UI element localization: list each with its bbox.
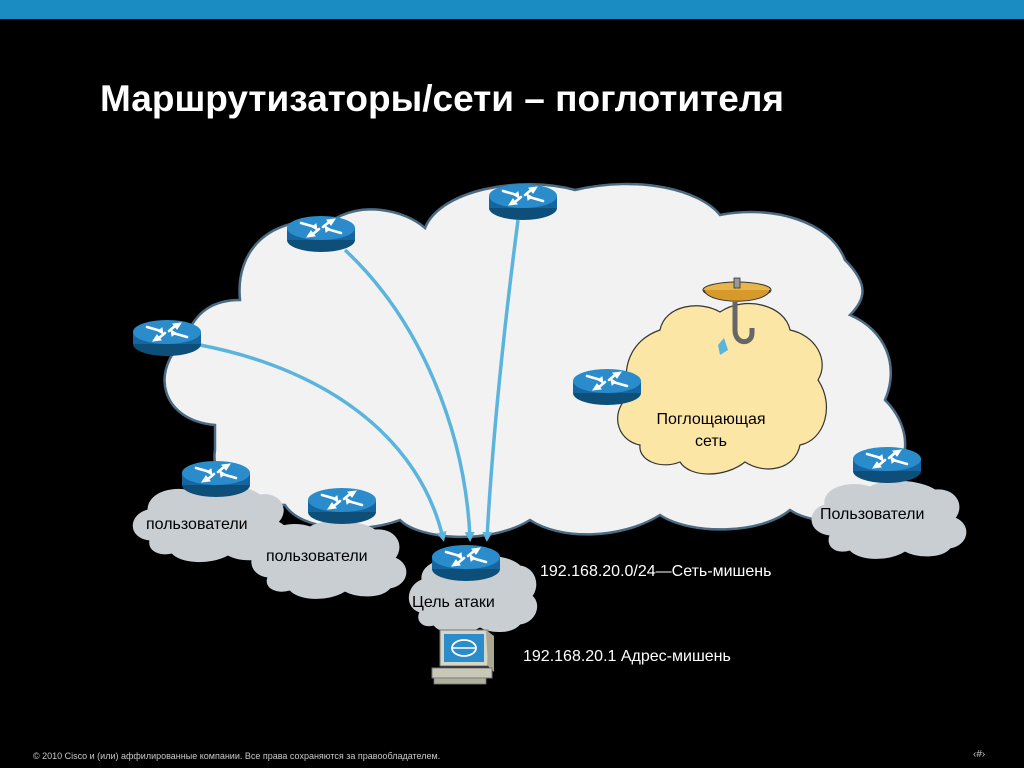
sink-icon: [702, 277, 772, 355]
target-network-label: 192.168.20.0/24—Сеть-мишень: [540, 563, 772, 580]
users-cloud-right: [811, 480, 967, 559]
slide-title: Маршрутизаторы/сети – поглотителя: [100, 78, 784, 119]
top-bar: [0, 0, 1024, 19]
page-number: ‹#›: [973, 749, 986, 760]
router-icon: [180, 459, 252, 499]
attack-target-label: Цель атаки: [412, 594, 495, 611]
router-icon: [487, 182, 559, 222]
users-label-middle: пользователи: [266, 548, 368, 565]
arrow-from-router-left: [199, 343, 447, 542]
router-icon: [306, 486, 378, 526]
router-icon: [285, 214, 357, 254]
target-address-label: 192.168.20.1 Адрес-мишень: [523, 648, 731, 665]
arrow-from-router-top: [482, 219, 520, 542]
router-icon: [851, 445, 923, 485]
sink-network-label: Поглощающая сеть: [656, 411, 766, 450]
footer-copyright: © 2010 Cisco и (или) аффилированные комп…: [33, 751, 441, 761]
router-icon: [571, 367, 643, 407]
users-label-left: пользователи: [146, 516, 248, 533]
router-icon: [430, 543, 502, 583]
arrow-from-router-upper-left: [343, 248, 475, 542]
router-icon: [131, 318, 203, 358]
computer-icon: [431, 629, 494, 685]
users-cloud-middle: [251, 520, 407, 599]
users-label-right: Пользователи: [820, 506, 925, 523]
users-cloud-left: [132, 485, 289, 562]
sink-cloud: [617, 303, 827, 475]
